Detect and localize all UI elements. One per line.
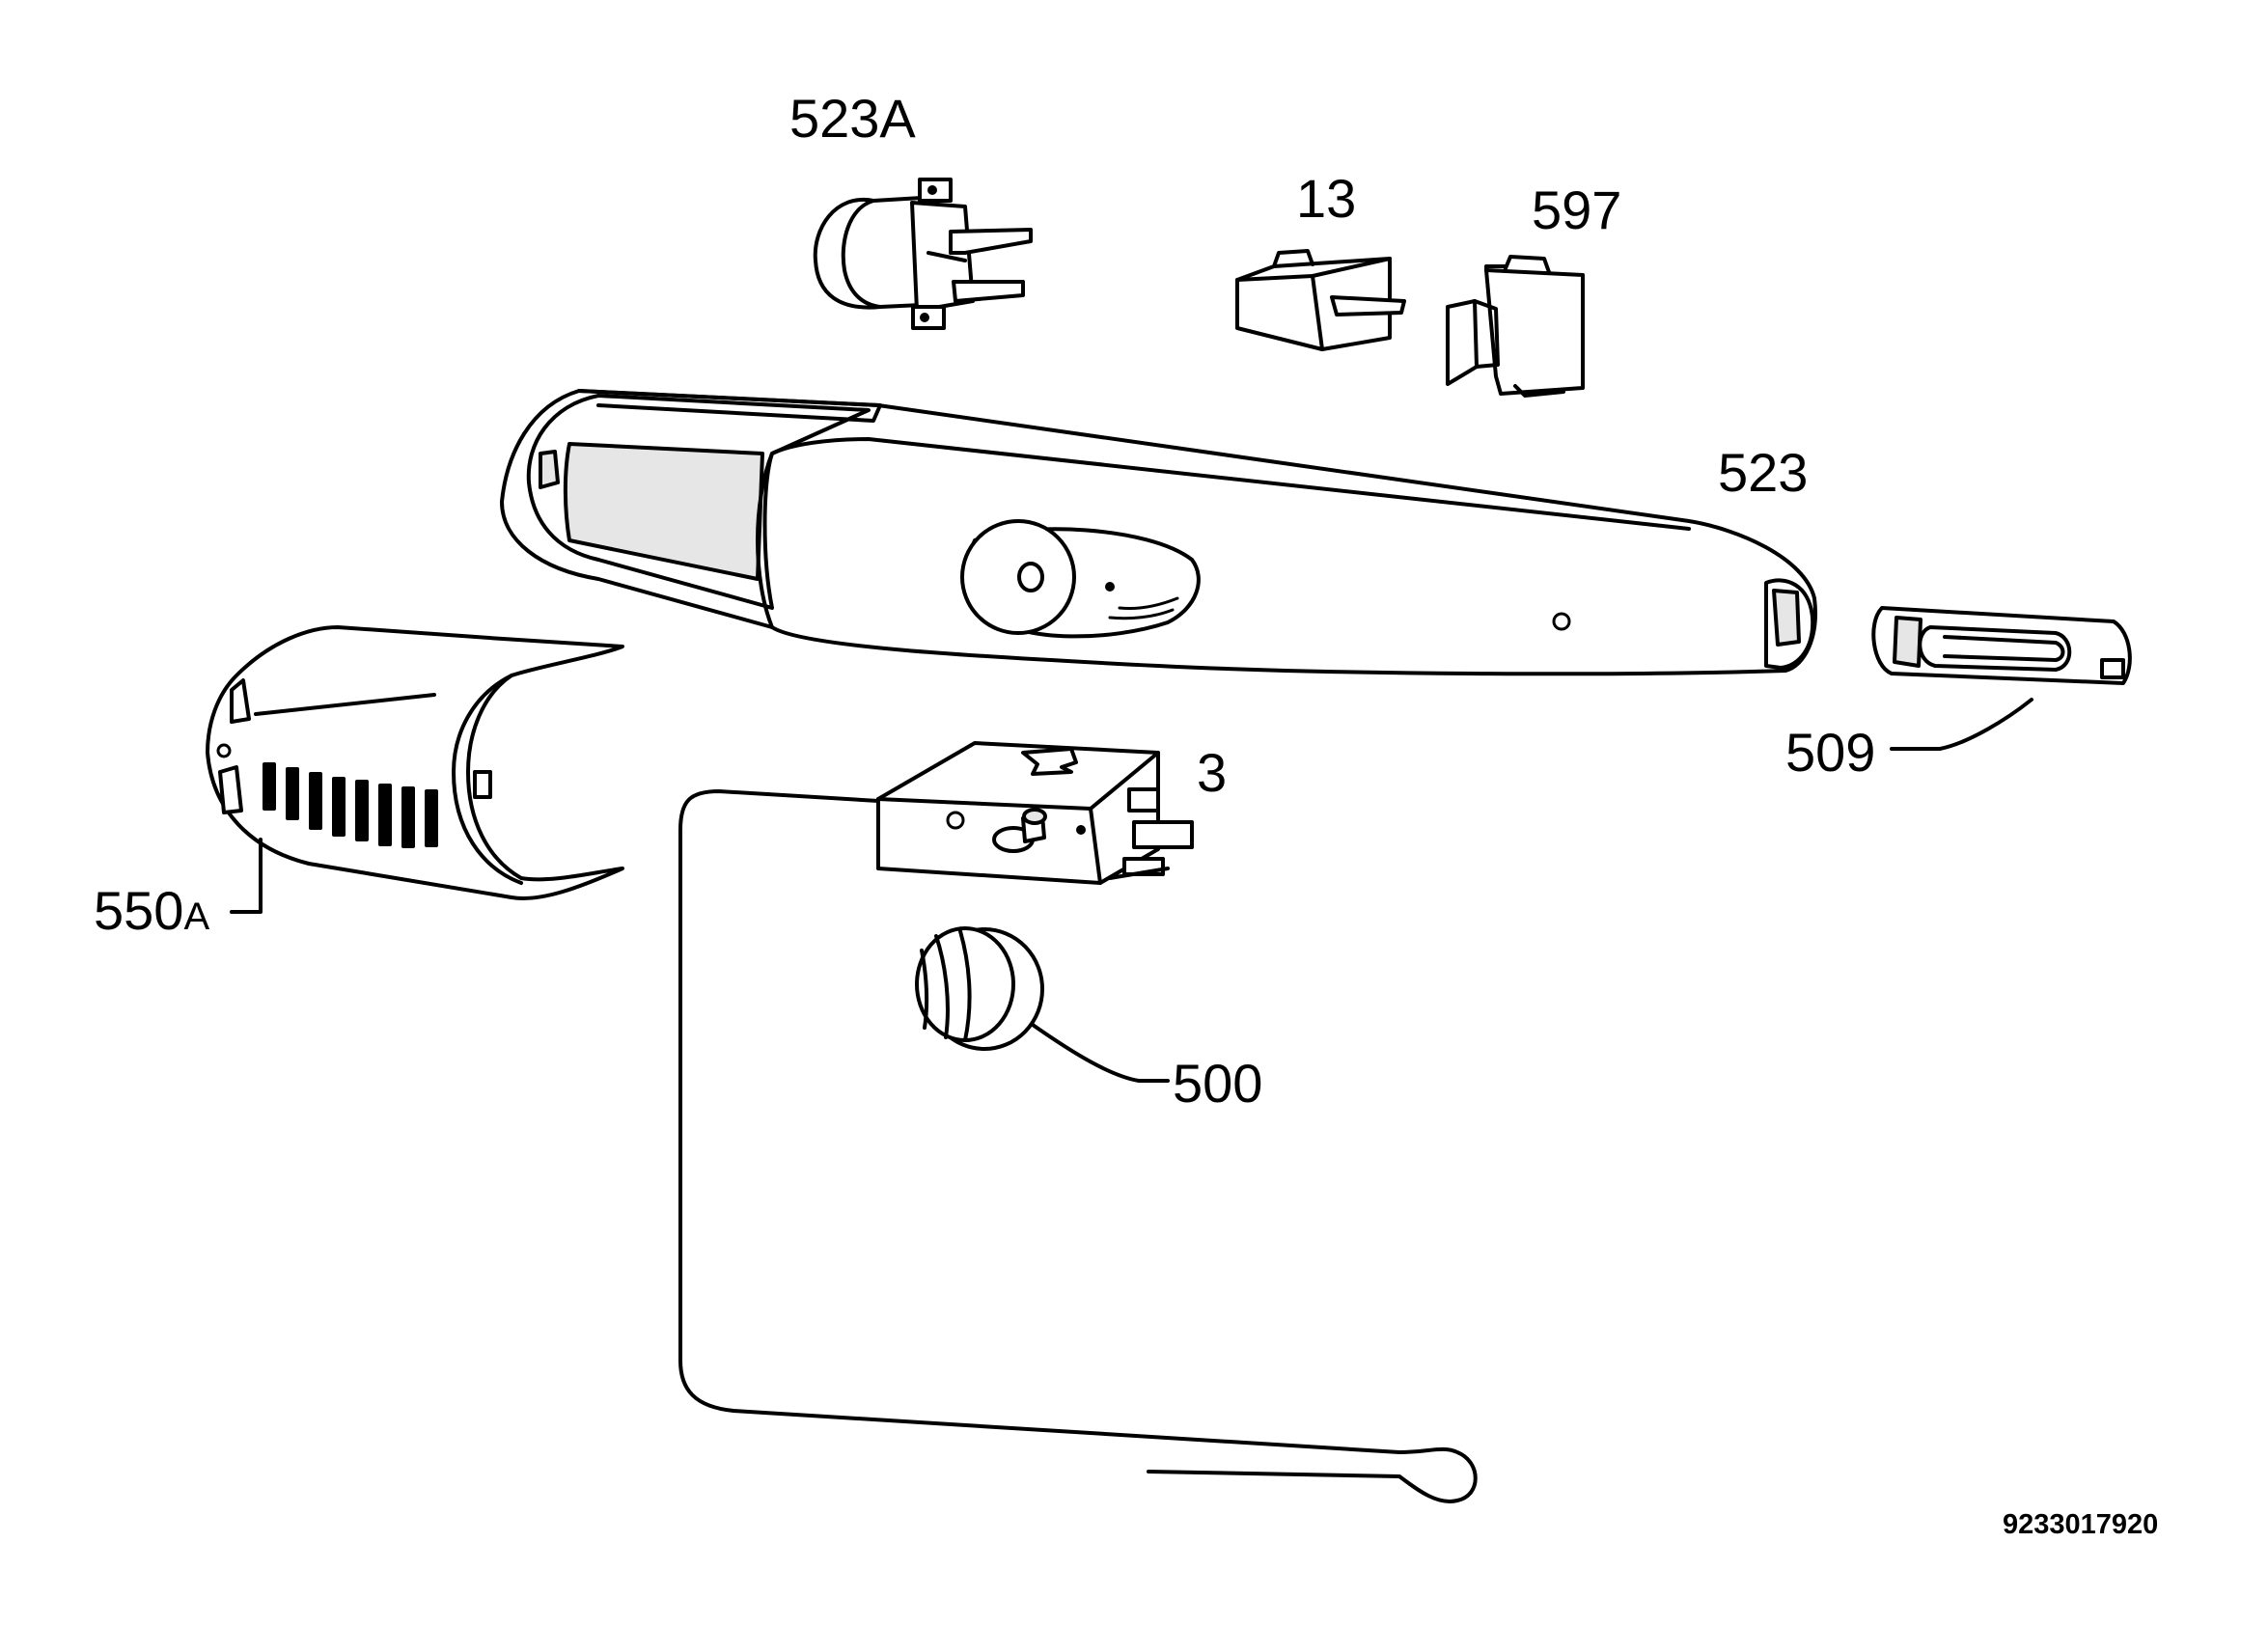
cover-grille (263, 762, 438, 848)
label-523a: 523A (789, 88, 916, 149)
label-523: 523 (1718, 442, 1809, 503)
drawing-number: 9233017920 (2003, 1509, 2159, 1540)
leader-line-509 (1890, 698, 2033, 751)
lamp-housing-part-523 (500, 389, 1817, 676)
label-509: 509 (1785, 722, 1876, 783)
label-13: 13 (1296, 168, 1357, 229)
label-550a-suffix: A (183, 895, 210, 938)
leader-line-500 (1031, 1023, 1170, 1083)
thermostat-part-3 (876, 741, 1194, 885)
label-550a: 550A (94, 884, 209, 938)
label-3: 3 (1197, 742, 1228, 803)
lens-cover-part-550a (206, 625, 624, 900)
label-550a-number: 550 (94, 880, 184, 941)
label-500: 500 (1173, 1053, 1263, 1114)
lamp-holder-part-523a (813, 178, 1033, 330)
knob-part-500 (915, 926, 1044, 1051)
leader-line-550a (230, 838, 263, 914)
bracket-part-597 (1446, 255, 1585, 398)
switch-part-13 (1235, 249, 1406, 351)
thermostat-capillary (678, 789, 1478, 1503)
label-597: 597 (1532, 179, 1622, 240)
cap-part-509 (1871, 606, 2132, 685)
